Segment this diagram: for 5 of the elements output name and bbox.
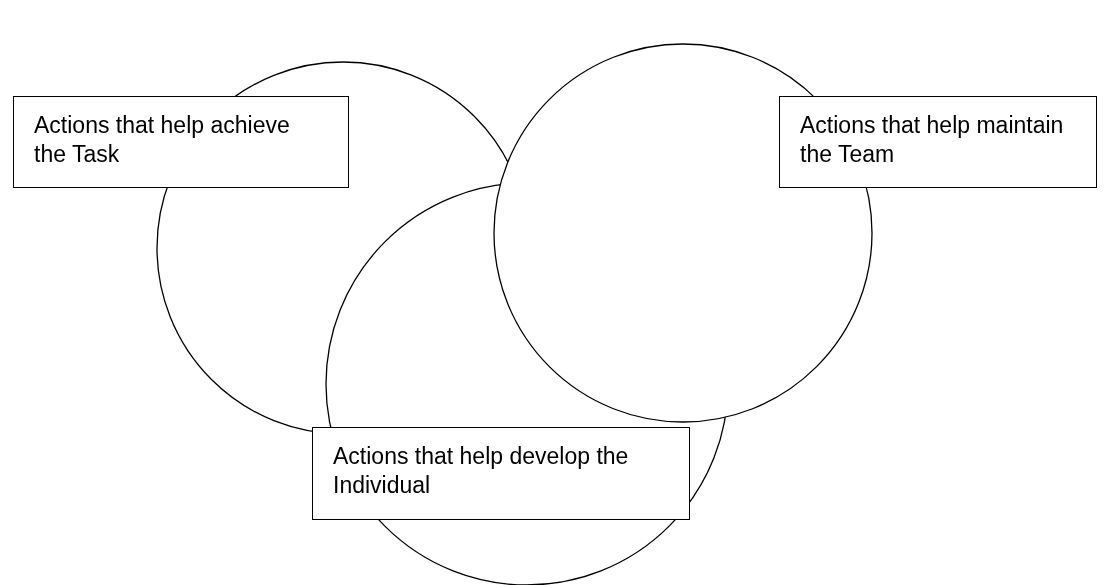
- label-text: Actions that help achieve the Task: [34, 111, 291, 169]
- label-box: [779, 96, 1097, 188]
- label-text: Actions that help maintain the Team: [800, 111, 1065, 169]
- label-box: [13, 96, 349, 188]
- label-text: Actions that help develop the Individual: [333, 442, 630, 500]
